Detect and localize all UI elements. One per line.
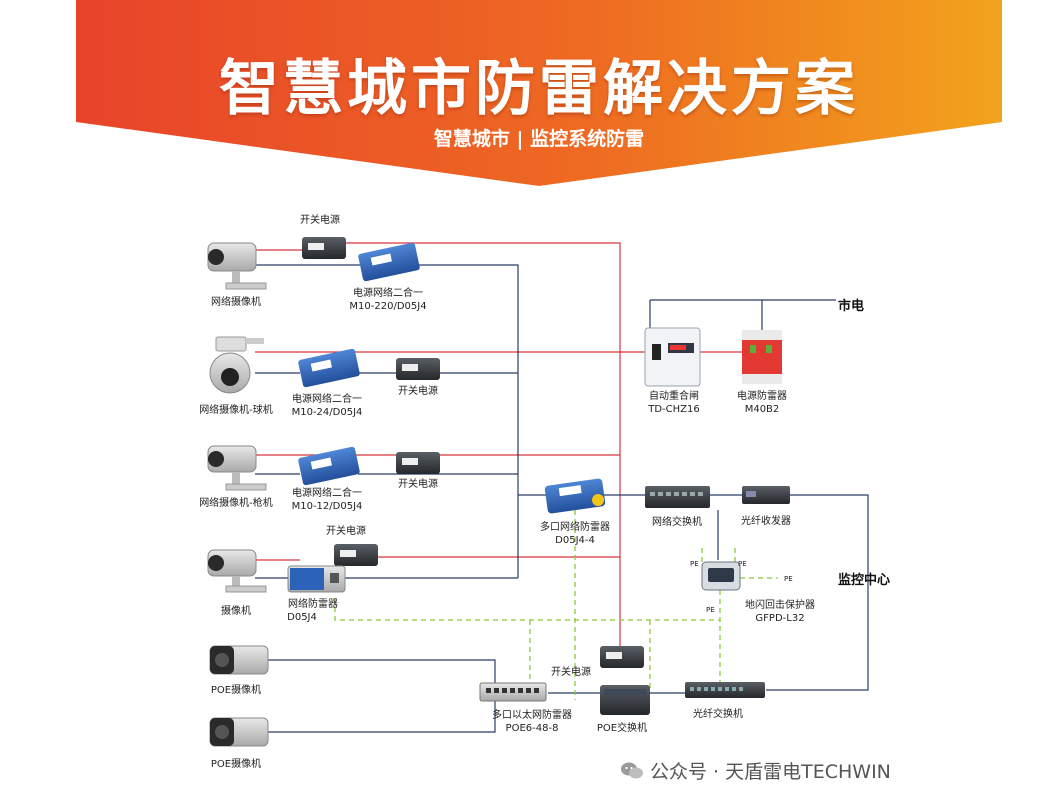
watermark-text: 公众号 · 天盾雷电TECHWIN <box>650 761 891 783</box>
camera-4 <box>207 549 267 593</box>
label-power-spd-name: 电源防雷器 <box>737 389 787 402</box>
poe-switch <box>600 685 650 715</box>
label-cam1: 网络摄像机 <box>211 295 261 308</box>
label-ground-model: GFPD-L32 <box>755 613 804 624</box>
label-sw3: 开关电源 <box>398 477 438 490</box>
dome-camera <box>209 336 264 394</box>
power-lines <box>255 242 742 661</box>
switching-power-2 <box>396 358 440 380</box>
label-spd4-name: 网络防雷器 <box>288 597 338 610</box>
poe-camera-2 <box>209 717 269 747</box>
label-poe-spd-name: 多口以太网防雷器 <box>492 708 572 721</box>
net-line-poe1 <box>268 659 496 690</box>
label-power-spd-model: M40B2 <box>745 404 780 415</box>
label-spd3-name: 电源网络二合一 <box>292 486 362 499</box>
poe-camera-1 <box>209 645 269 675</box>
label-sw5: 开关电源 <box>551 665 591 678</box>
switching-power-4 <box>334 544 378 566</box>
label-multi-spd-model: D05J4-4 <box>555 535 595 546</box>
watermark: 公众号 · 天盾雷电TECHWIN <box>620 757 891 784</box>
label-auto-switch-model: TD-CHZ16 <box>647 404 700 415</box>
fiber-transceiver <box>742 486 790 504</box>
switching-power-5 <box>600 646 644 668</box>
network-spd-4 <box>287 565 346 593</box>
power-line-cam1-main <box>346 242 621 660</box>
page-title: 智慧城市防雷解决方案 <box>219 54 859 124</box>
label-poe-cam2: POE摄像机 <box>211 757 261 770</box>
label-spd3-model: M10-12/D05J4 <box>292 501 363 512</box>
label-poe-spd-model: POE6-48-8 <box>506 723 559 734</box>
label-poe-switch: POE交换机 <box>597 721 647 734</box>
label-sw1: 开关电源 <box>300 213 340 226</box>
label-auto-switch-name: 自动重合闸 <box>649 389 699 402</box>
label-multi-spd-name: 多口网络防雷器 <box>540 520 610 533</box>
page-subtitle: 智慧城市 | 监控系统防雷 <box>433 128 645 150</box>
label-cam2: 网络摄像机-球机 <box>199 403 273 416</box>
net-line-poe2 <box>268 700 496 733</box>
fiber-switch <box>685 682 765 698</box>
label-spd1-model: M10-220/D05J4 <box>349 301 426 312</box>
power-spd <box>742 330 782 384</box>
label-spd4-model: D05J4 <box>287 612 317 623</box>
label-monitor-center: 监控中心 <box>838 572 890 588</box>
network-lines <box>255 264 869 733</box>
multi-port-network-spd <box>544 478 606 514</box>
auto-recloser <box>644 327 701 387</box>
switching-power-3 <box>396 452 440 474</box>
ground-line-main <box>334 598 720 621</box>
wechat-icon <box>621 762 643 778</box>
power-network-spd-2 <box>298 348 360 388</box>
label-ground-name: 地闪回击保护器 <box>745 598 815 611</box>
poe-ethernet-spd <box>479 682 547 702</box>
network-camera-1 <box>207 242 267 290</box>
label-spd2-model: M10-24/D05J4 <box>292 407 363 418</box>
net-line-to-center <box>766 494 869 691</box>
net-line-cam1-main <box>418 264 519 578</box>
label-pe-3: PE <box>784 575 793 583</box>
label-net-switch: 网络交换机 <box>652 515 702 528</box>
label-spd2-name: 电源网络二合一 <box>292 392 362 405</box>
label-poe-cam1: POE摄像机 <box>211 683 261 696</box>
label-pe-4: PE <box>706 606 715 614</box>
label-spd1-name: 电源网络二合一 <box>353 286 423 299</box>
label-sw2: 开关电源 <box>398 384 438 397</box>
ground-protector <box>701 561 741 591</box>
label-pe-1: PE <box>690 560 699 568</box>
network-switch <box>645 486 710 508</box>
banner-shape <box>76 0 1002 186</box>
label-cam3: 网络摄像机-枪机 <box>199 496 273 509</box>
switching-power-1 <box>302 237 346 259</box>
power-network-spd-1 <box>358 242 420 282</box>
label-fiber-switch: 光纤交换机 <box>693 707 743 720</box>
label-fiber-tx: 光纤收发器 <box>741 514 791 527</box>
bullet-camera <box>207 445 267 491</box>
ground-lines <box>334 510 778 700</box>
header-banner: 智慧城市防雷解决方案 智慧城市 | 监控系统防雷 <box>76 0 1002 186</box>
label-cam4: 摄像机 <box>221 604 251 617</box>
power-network-spd-3 <box>298 446 360 486</box>
label-mains: 市电 <box>838 298 864 314</box>
label-sw4: 开关电源 <box>326 524 366 537</box>
label-pe-2: PE <box>738 560 747 568</box>
